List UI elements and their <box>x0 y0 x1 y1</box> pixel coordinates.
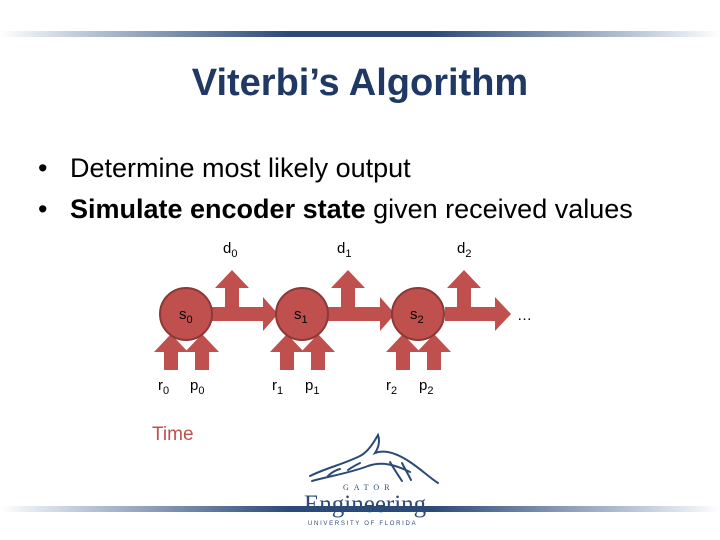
logo-word: Engineering <box>304 491 427 518</box>
bullet-dot: • <box>38 194 48 224</box>
slide-title: Viterbi’s Algorithm <box>191 62 529 104</box>
state-node-1 <box>275 287 329 341</box>
top-decorative-bar <box>0 31 720 37</box>
gator-engineering-logo: GATOR Engineering UNIVERSITY OF FLORIDA <box>304 432 439 527</box>
output-label-d1: d1 <box>337 240 351 260</box>
viterbi-diagram: s0 s1 s2 d0 d1 d2 … r0 p0 r1 p1 r2 p2 Ti… <box>152 240 532 445</box>
bullet-text: given received values <box>365 194 633 224</box>
logo-bottom-text: UNIVERSITY OF FLORIDA <box>308 521 417 527</box>
parity-label-p1: p1 <box>305 377 319 397</box>
parity-label-p0: p0 <box>190 377 204 397</box>
arrow-state2-to-next <box>445 297 511 331</box>
state-label-2: s2 <box>410 306 424 326</box>
arrow-state0-to-d0 <box>215 270 249 315</box>
time-label: Time <box>152 424 194 445</box>
arrow-r2-to-state2 <box>386 334 420 370</box>
logo-top-text: GATOR <box>343 483 395 492</box>
arrow-p1-to-state1 <box>301 334 335 370</box>
received-label-r1: r1 <box>272 377 283 397</box>
arrow-p0-to-state0 <box>185 334 219 370</box>
arrow-p2-to-state2 <box>417 334 451 370</box>
bullet-bold-text: Simulate encoder state <box>70 194 366 224</box>
bullet-list: • Determine most likely output • Simulate … <box>38 148 633 230</box>
bottom-decorative-bar <box>0 506 720 512</box>
arrow-state1-to-d1 <box>331 270 365 315</box>
ellipsis-label: … <box>517 307 532 324</box>
bullet-dot: • <box>38 153 48 183</box>
parity-label-p2: p2 <box>419 377 433 397</box>
bullet-item: • Simulate encoder state given received v… <box>38 189 633 230</box>
state-label-1: s1 <box>294 306 308 326</box>
received-label-r0: r0 <box>158 377 169 397</box>
gator-silhouette-icon <box>309 432 439 484</box>
arrow-r0-to-state0 <box>154 334 188 370</box>
state-node-0 <box>159 287 213 341</box>
arrow-state2-to-d2 <box>447 270 481 315</box>
received-label-r2: r2 <box>386 377 397 397</box>
arrow-state1-to-state2 <box>328 297 395 331</box>
arrow-r1-to-state1 <box>270 334 304 370</box>
output-label-d0: d0 <box>223 240 237 260</box>
bullet-text: Determine most likely output <box>70 153 411 183</box>
state-label-0: s0 <box>179 306 193 326</box>
arrow-state0-to-state1 <box>211 297 278 331</box>
state-node-2 <box>391 287 445 341</box>
bullet-item: • Determine most likely output <box>38 148 633 189</box>
output-label-d2: d2 <box>457 240 471 260</box>
